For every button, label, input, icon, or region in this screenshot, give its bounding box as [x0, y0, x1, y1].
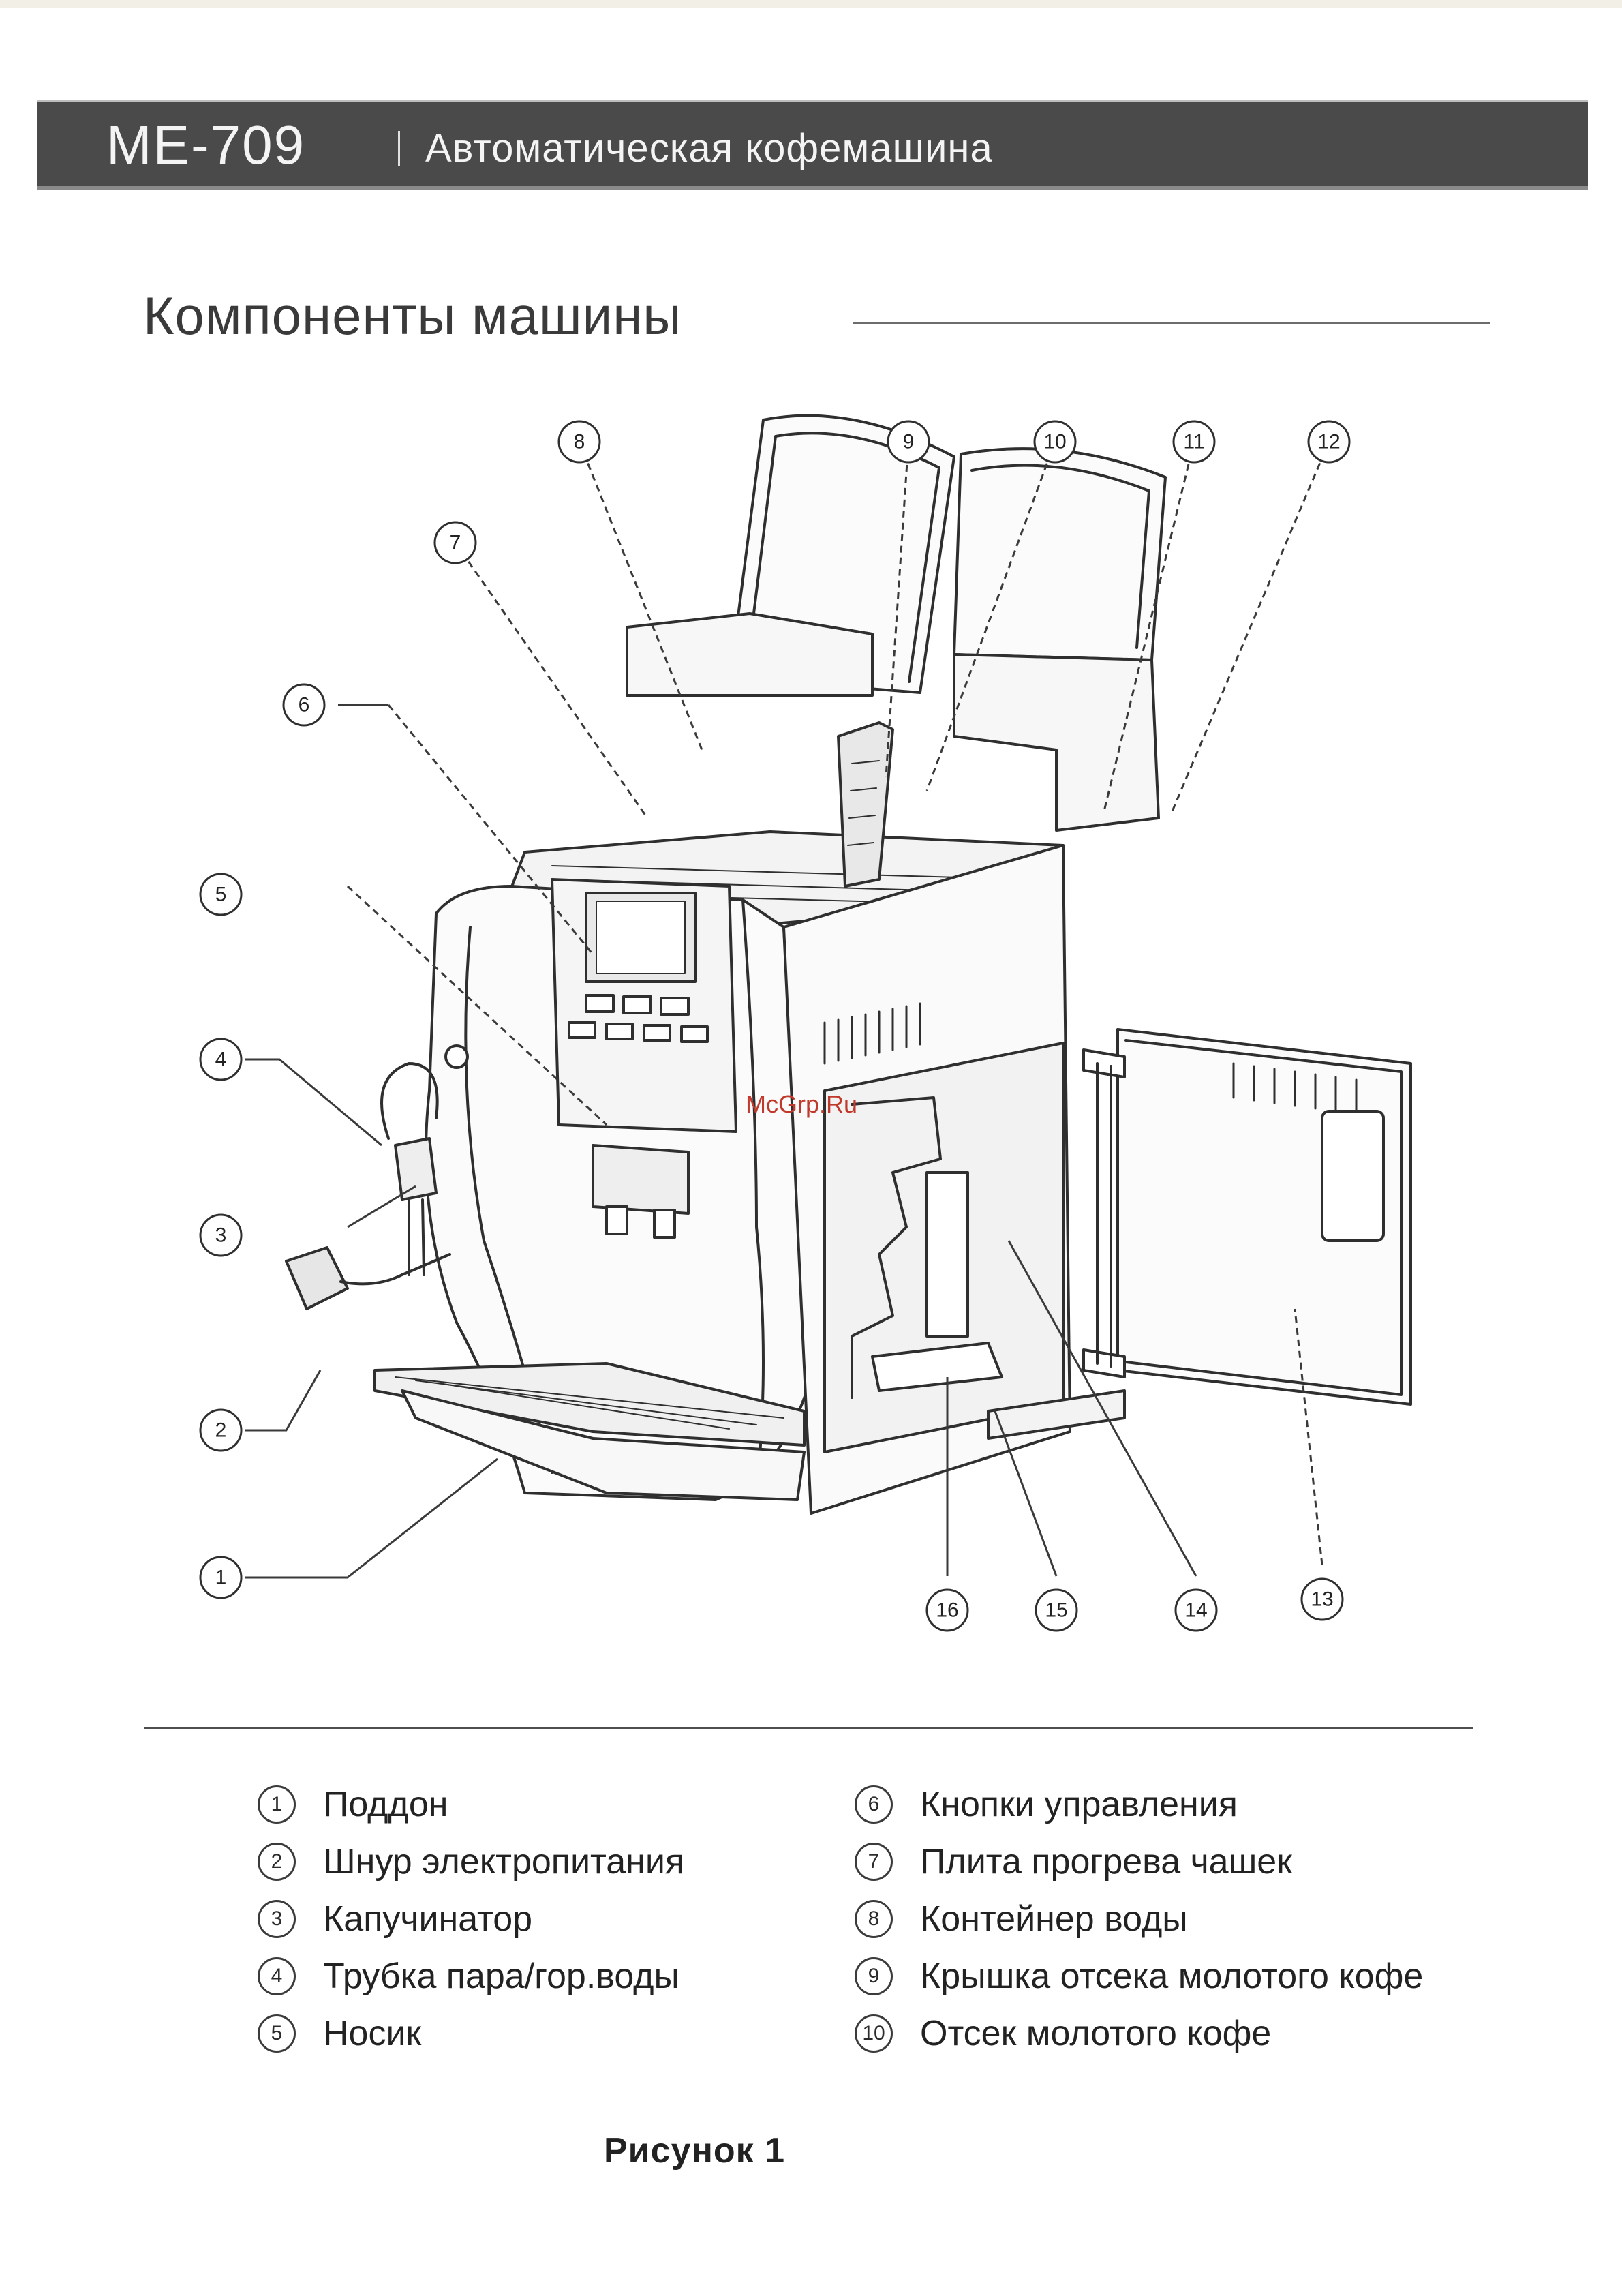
header-separator — [398, 131, 400, 166]
callout-14: 14 — [1184, 1599, 1207, 1622]
legend-item: 4 Трубка пара/гор.воды — [258, 1951, 679, 2002]
legend-number: 10 — [855, 2014, 893, 2053]
top-edge — [0, 0, 1622, 8]
legend-item: 2 Шнур электропитания — [258, 1837, 684, 1887]
legend-label: Плита прогрева чашек — [920, 1841, 1292, 1882]
legend-number: 6 — [855, 1785, 893, 1824]
callout-11: 11 — [1183, 431, 1204, 453]
callout-8: 8 — [574, 431, 585, 453]
model-name: ME-709 — [106, 115, 305, 176]
legend-label: Контейнер воды — [920, 1899, 1188, 1939]
legend-number: 1 — [258, 1785, 296, 1824]
legend-item: 3 Капучинатор — [258, 1894, 532, 1944]
section-title-rule — [853, 322, 1490, 324]
legend-item: 1 Поддон — [258, 1779, 448, 1830]
legend-label: Трубка пара/гор.воды — [323, 1956, 679, 1997]
legend-label: Крышка отсека молотого кофе — [920, 1956, 1423, 1997]
callout-3: 3 — [215, 1224, 227, 1247]
legend-label: Шнур электропитания — [323, 1841, 684, 1882]
legend-item: 8 Контейнер воды — [855, 1894, 1188, 1944]
watermark: McGrp.Ru — [746, 1091, 857, 1118]
callout-16: 16 — [936, 1599, 958, 1622]
header-subtitle: Автоматическая кофемашина — [425, 127, 993, 170]
callout-4: 4 — [215, 1048, 227, 1071]
callout-5: 5 — [215, 883, 227, 906]
callout-12: 12 — [1317, 431, 1340, 453]
legend-number: 9 — [855, 1957, 893, 1995]
machine-diagram: 8 9 10 11 12 7 6 5 4 3 2 1 13 14 15 16 — [170, 409, 1520, 1650]
legend-number: 2 — [258, 1843, 296, 1881]
figure-caption: Рисунок 1 — [604, 2130, 785, 2171]
legend-label: Носик — [323, 2013, 421, 2054]
callout-13: 13 — [1311, 1588, 1333, 1611]
section-title: Компоненты машины — [143, 285, 682, 346]
callout-15: 15 — [1045, 1599, 1067, 1622]
callout-6: 6 — [299, 694, 310, 716]
legend-item: 5 Носик — [258, 2008, 421, 2059]
legend-number: 3 — [258, 1900, 296, 1938]
callout-1: 1 — [215, 1567, 227, 1589]
legend-label: Отсек молотого кофе — [920, 2013, 1271, 2054]
callout-7: 7 — [450, 532, 461, 554]
legend-item: 9 Крышка отсека молотого кофе — [855, 1951, 1423, 2002]
legend-label: Капучинатор — [323, 1899, 532, 1939]
callout-9: 9 — [903, 431, 915, 453]
legend-number: 5 — [258, 2014, 296, 2053]
legend-number: 4 — [258, 1957, 296, 1995]
legend-number: 7 — [855, 1843, 893, 1881]
legend-divider — [144, 1727, 1473, 1729]
callout-10: 10 — [1043, 431, 1066, 453]
legend-label: Кнопки управления — [920, 1784, 1238, 1825]
legend-item: 6 Кнопки управления — [855, 1779, 1238, 1830]
callout-2: 2 — [215, 1419, 227, 1442]
legend-item: 10 Отсек молотого кофе — [855, 2008, 1271, 2059]
legend-item: 7 Плита прогрева чашек — [855, 1837, 1292, 1887]
legend-number: 8 — [855, 1900, 893, 1938]
legend-label: Поддон — [323, 1784, 448, 1825]
